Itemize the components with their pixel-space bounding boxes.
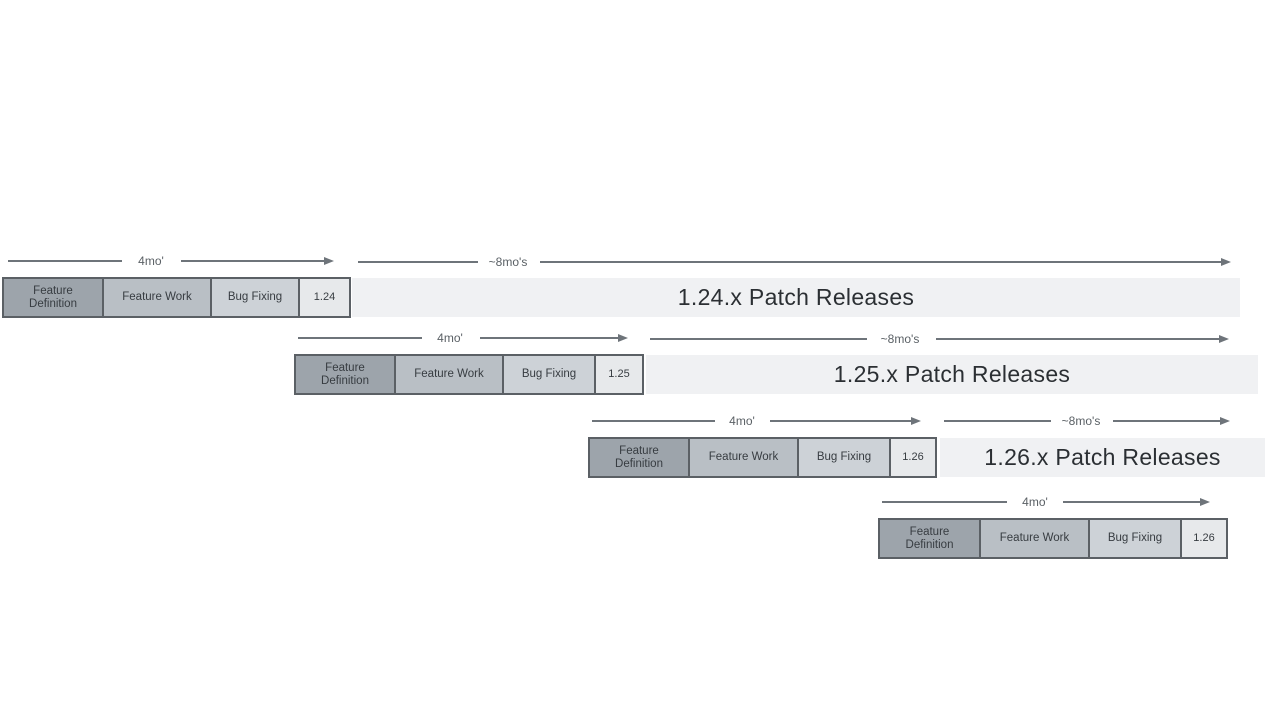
patch-arrow-head-line	[936, 335, 1229, 343]
release-cycle-boxes: Feature Definition Feature Work Bug Fixi…	[878, 518, 1228, 559]
release-cycle-boxes: Feature Definition Feature Work Bug Fixi…	[2, 277, 351, 318]
patch-duration-label: ~8mo's	[872, 332, 928, 346]
cycle-arrow-line	[592, 420, 715, 422]
cycle-duration-label: 4mo'	[1009, 495, 1061, 509]
phase-box-bug-fixing: Bug Fixing	[210, 279, 298, 316]
phase-box-feature-definition: Feature Definition	[4, 279, 102, 316]
patch-releases-bar: 1.24.x Patch Releases	[352, 278, 1240, 317]
phase-box-feature-definition: Feature Definition	[590, 439, 688, 476]
cycle-arrow-line	[298, 337, 422, 339]
cycle-duration-label: 4mo'	[716, 414, 768, 428]
version-box: 1.25	[594, 356, 642, 393]
cycle-duration-label: 4mo'	[424, 331, 476, 345]
release-cycle-boxes: Feature Definition Feature Work Bug Fixi…	[294, 354, 644, 395]
cycle-arrow-line	[882, 501, 1007, 503]
phase-box-bug-fixing: Bug Fixing	[1088, 520, 1180, 557]
version-box: 1.24	[298, 279, 349, 316]
version-box: 1.26	[1180, 520, 1226, 557]
phase-box-bug-fixing: Bug Fixing	[797, 439, 889, 476]
cycle-arrow-head-line	[1063, 498, 1210, 506]
phase-box-feature-definition: Feature Definition	[880, 520, 979, 557]
patch-releases-bar: 1.25.x Patch Releases	[646, 355, 1258, 394]
phase-box-feature-work: Feature Work	[102, 279, 210, 316]
version-box: 1.26	[889, 439, 935, 476]
patch-duration-label: ~8mo's	[480, 255, 536, 269]
phase-box-feature-work: Feature Work	[688, 439, 797, 476]
phase-box-bug-fixing: Bug Fixing	[502, 356, 594, 393]
patch-releases-bar: 1.26.x Patch Releases	[940, 438, 1265, 477]
cycle-arrow-line	[8, 260, 122, 262]
release-cycle-boxes: Feature Definition Feature Work Bug Fixi…	[588, 437, 937, 478]
cycle-duration-label: 4mo'	[125, 254, 177, 268]
patch-arrow-head-line	[1113, 417, 1230, 425]
patch-arrow-line	[944, 420, 1051, 422]
patch-duration-label: ~8mo's	[1053, 414, 1109, 428]
patch-arrow-head-line	[540, 258, 1231, 266]
cycle-arrow-head-line	[480, 334, 628, 342]
patch-arrow-line	[650, 338, 867, 340]
cycle-arrow-head-line	[181, 257, 334, 265]
phase-box-feature-work: Feature Work	[394, 356, 502, 393]
phase-box-feature-work: Feature Work	[979, 520, 1088, 557]
cycle-arrow-head-line	[770, 417, 921, 425]
phase-box-feature-definition: Feature Definition	[296, 356, 394, 393]
patch-arrow-line	[358, 261, 478, 263]
